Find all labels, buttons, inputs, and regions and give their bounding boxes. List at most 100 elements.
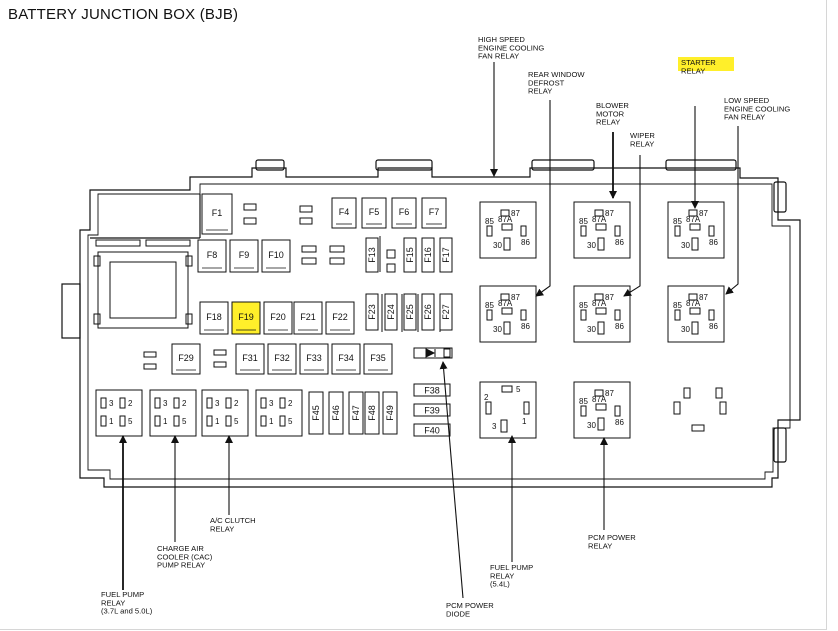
pin-87a: 87A (592, 395, 607, 404)
pin-1: 1 (269, 417, 274, 426)
pin-85: 85 (579, 397, 588, 406)
fuse-f1: F1 (201, 193, 233, 235)
pin-86: 86 (615, 418, 624, 427)
label-line: RELAY (101, 598, 125, 607)
pin-3: 3 (269, 399, 274, 408)
pin-2: 2 (288, 399, 293, 408)
pin-87: 87 (511, 293, 520, 302)
fuse-f38: F38 (413, 383, 451, 397)
pin-85: 85 (673, 301, 682, 310)
fuse-label: F32 (274, 353, 290, 363)
label-line: STARTER (681, 58, 716, 67)
pin-87: 87 (699, 293, 708, 302)
pin-2: 2 (234, 399, 239, 408)
fuse-label: F47 (351, 405, 361, 421)
fuse-f20: F20 (263, 301, 293, 335)
fuse-label: F8 (207, 250, 218, 260)
pin-5: 5 (516, 385, 521, 394)
fuse-label: F15 (405, 247, 415, 263)
label-line: COOLER (CAC) (157, 552, 213, 561)
fuse-f32: F32 (267, 343, 297, 375)
housing-outline (61, 159, 801, 488)
label-line: RELAY (630, 139, 654, 148)
label-line: PUMP RELAY (157, 561, 205, 570)
label-line: RELAY (210, 524, 234, 533)
pin-1: 1 (163, 417, 168, 426)
pin-30: 30 (587, 325, 596, 334)
fuse-label: F38 (424, 386, 440, 396)
label-line: RELAY (490, 571, 514, 580)
fuse-f26: F26 (421, 293, 435, 331)
pin-86: 86 (709, 238, 718, 247)
label-line: DEFROST (528, 78, 565, 87)
pin-1: 1 (215, 417, 220, 426)
fuse-f40: F40 (413, 423, 451, 437)
pin-85: 85 (485, 301, 494, 310)
pin-87a: 87A (498, 299, 513, 308)
label-line: FUEL PUMP (101, 590, 144, 599)
pin-86: 86 (615, 322, 624, 331)
fuse-label: F33 (306, 353, 322, 363)
fuse-label: F4 (339, 207, 350, 217)
leader-lines (119, 62, 739, 599)
pin-86: 86 (615, 238, 624, 247)
fuse-label: F16 (423, 247, 433, 263)
fuse-label: F21 (300, 312, 316, 322)
fuse-label: F25 (405, 304, 415, 320)
fuse-label: F39 (424, 406, 440, 416)
fuse-f18: F18 (199, 301, 229, 335)
pin-30: 30 (493, 325, 502, 334)
pin-87: 87 (699, 209, 708, 218)
fuse-f35: F35 (363, 343, 393, 375)
fuse-label: F34 (338, 353, 354, 363)
fuse-f33: F33 (299, 343, 329, 375)
fuse-label: F20 (270, 312, 286, 322)
pin-2: 2 (128, 399, 133, 408)
label-line: (3.7L and 5.0L) (101, 607, 153, 616)
label-line: FUEL PUMP (490, 563, 533, 572)
fuse-f19: F19 (231, 301, 261, 335)
pcm-power-diode (413, 347, 453, 359)
label-line: PCM POWER (446, 601, 494, 610)
fuse-f13: F13 (365, 237, 379, 273)
fuse-label: F46 (331, 405, 341, 421)
fuse-label: F27 (441, 304, 451, 320)
label-line: REAR WINDOW (528, 70, 585, 79)
fuse-label: F26 (423, 304, 433, 320)
fuse-label: F24 (386, 304, 396, 320)
fuse-f24: F24 (384, 293, 398, 331)
label-line: RELAY (588, 541, 612, 550)
pin-87: 87 (605, 209, 614, 218)
label-line: ENGINE COOLING (724, 104, 790, 113)
fuse-f7: F7 (421, 197, 447, 229)
pin-30: 30 (587, 241, 596, 250)
label-line: (5.4L) (490, 580, 510, 589)
fuse-label: F5 (369, 207, 380, 217)
pin-86: 86 (521, 322, 530, 331)
pin-5: 5 (182, 417, 187, 426)
fuse-label: F19 (238, 312, 254, 322)
pin-87a: 87A (498, 215, 513, 224)
label-line: CHARGE AIR (157, 544, 204, 553)
empty-relay-slot (673, 387, 727, 432)
fuse-label: F23 (367, 304, 377, 320)
fuse-label: F35 (370, 353, 386, 363)
label-line: RELAY (528, 87, 552, 96)
fuse-label: F17 (441, 247, 451, 263)
fuse-f4: F4 (331, 197, 357, 229)
pin-85: 85 (579, 217, 588, 226)
pin-85: 85 (673, 217, 682, 226)
